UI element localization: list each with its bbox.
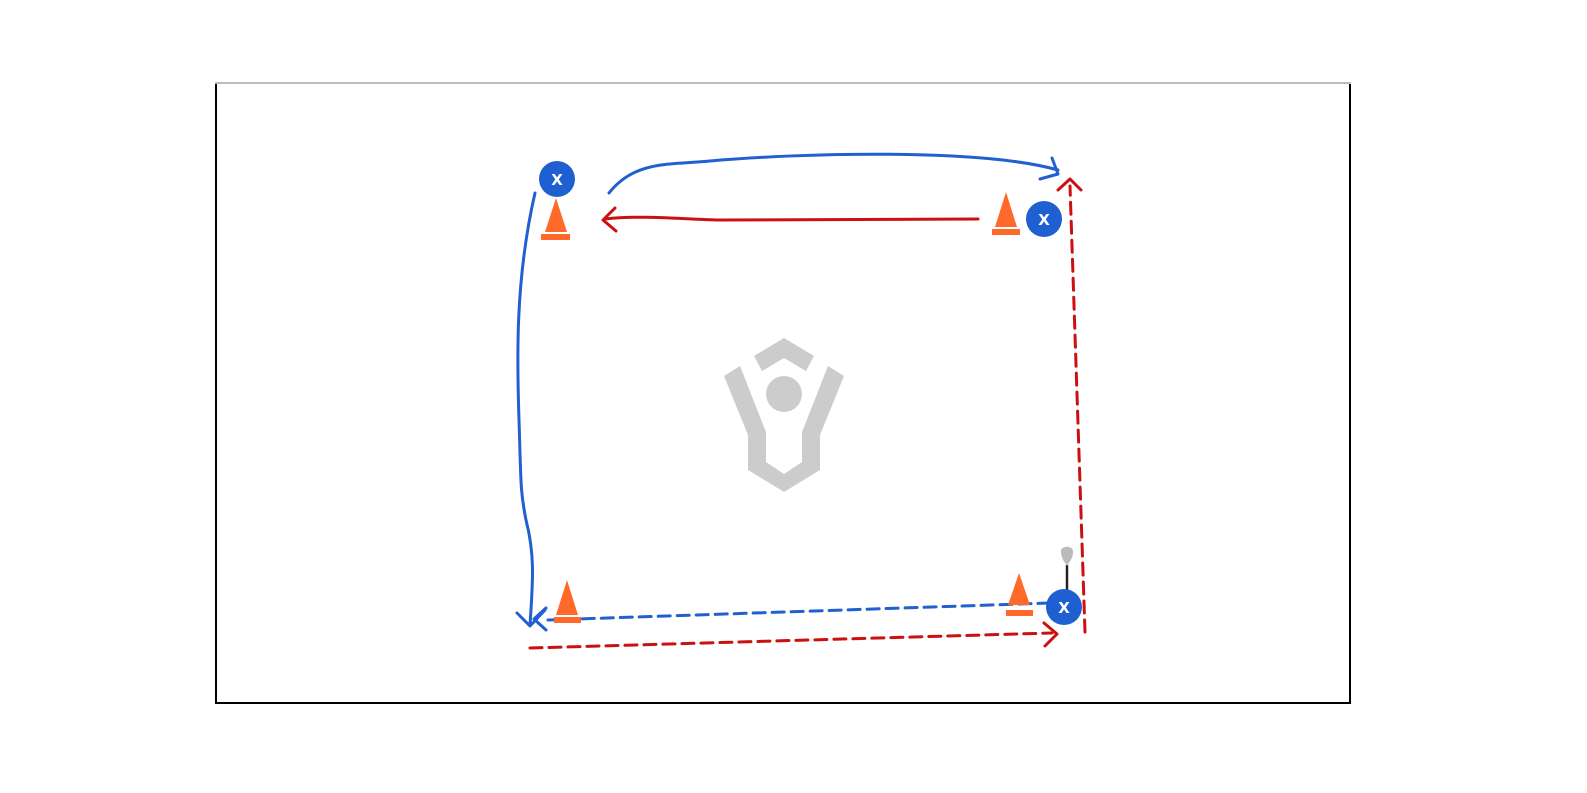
arrowhead-bottom-run: [1042, 621, 1059, 648]
path-top-run: [603, 215, 980, 222]
path-left-run: [516, 191, 537, 627]
cone-icon: [1006, 573, 1033, 616]
cone-icon: [992, 192, 1020, 235]
player-top-right[interactable]: X: [1026, 201, 1062, 237]
player-label: X: [551, 171, 563, 189]
cone-icon: [541, 198, 570, 240]
paths: [515, 152, 1087, 650]
cone-icon: [554, 580, 581, 623]
arrowhead-bottom-pass: [532, 606, 548, 632]
arrowhead-top-pass: [1038, 156, 1060, 181]
arrowhead-right-run: [1056, 177, 1083, 192]
path-right-run: [1068, 184, 1087, 634]
path-top-pass: [607, 152, 1060, 195]
players: X X X: [539, 161, 1082, 625]
arrowhead-top-run: [601, 206, 618, 233]
cones: [541, 192, 1033, 623]
player-label: X: [1058, 599, 1070, 617]
lacrosse-logo-icon: [724, 338, 844, 492]
player-bottom-right[interactable]: X: [1046, 589, 1082, 625]
path-bottom-run: [528, 631, 1054, 650]
player-label: X: [1038, 211, 1050, 229]
player-top-left[interactable]: X: [539, 161, 575, 197]
path-bottom-pass: [546, 601, 1052, 622]
